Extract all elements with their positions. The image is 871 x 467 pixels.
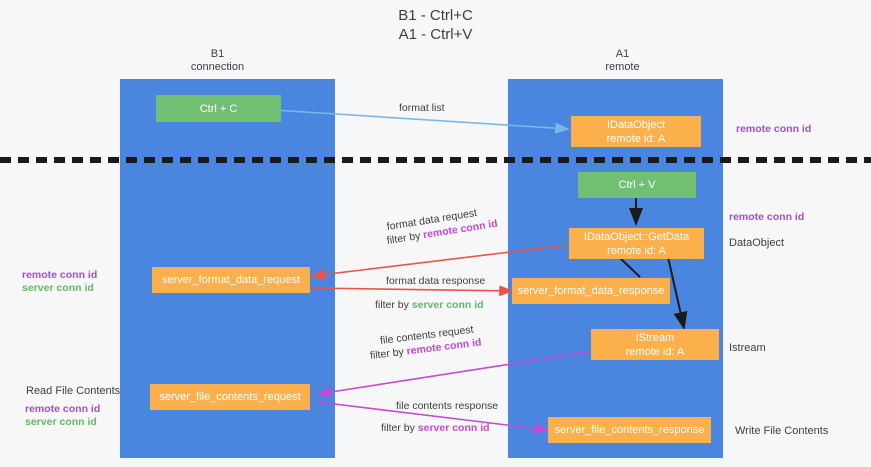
- filter-key-server-conn-id: server conn id: [411, 299, 484, 311]
- node-idataobject-getdata[interactable]: IDataObject::GetData remote id: A: [569, 228, 704, 259]
- phase-divider: [0, 157, 871, 163]
- label-left-remote-conn-id: remote conn id: [22, 269, 98, 281]
- page-title: B1 - Ctrl+C A1 - Ctrl+V: [398, 7, 473, 43]
- label-left-remote-conn-id-2: remote conn id: [25, 403, 101, 415]
- filter-key-server-conn-id: server conn id: [417, 422, 490, 434]
- node-server-format-data-request[interactable]: server_format_data_request: [152, 267, 310, 293]
- label-left-server-conn-id-2: server conn id: [25, 416, 97, 428]
- edge-label-format-list: format list: [399, 102, 445, 114]
- label-read-file-contents: Read File Contents: [26, 385, 121, 397]
- label-left-server-conn-id: server conn id: [22, 282, 94, 294]
- edge-label-format-data-response: format data response: [386, 275, 486, 287]
- filter-prefix: filter by: [381, 422, 418, 434]
- label-remote-conn-id-top: remote conn id: [736, 123, 812, 135]
- arrow-format-data-response: [311, 285, 514, 297]
- node-server-format-data-response[interactable]: server_format_data_response: [512, 278, 670, 304]
- node-ctrl-v[interactable]: Ctrl + V: [578, 172, 696, 198]
- edge-label-format-data-response-filter: filter by server conn id: [375, 298, 484, 312]
- label-write-file-contents: Write File Contents: [735, 425, 829, 437]
- label-remote-conn-id-mid: remote conn id: [729, 211, 805, 223]
- node-istream[interactable]: IStream remote id: A: [591, 329, 719, 360]
- filter-prefix: filter by: [375, 299, 412, 311]
- edge-label-file-contents-response: file contents response: [396, 400, 499, 412]
- label-istream: Istream: [729, 342, 766, 354]
- edge-label-file-contents-response-filter: filter by server conn id: [381, 421, 490, 435]
- node-server-file-contents-request[interactable]: server_file_contents_request: [150, 384, 310, 410]
- node-server-file-contents-response[interactable]: server_file_contents_response: [548, 417, 711, 443]
- node-idataobject[interactable]: IDataObject remote id: A: [571, 116, 701, 147]
- lane-header-a1: A1 remote: [605, 48, 640, 73]
- label-dataobject: DataObject: [729, 237, 785, 249]
- filter-prefix: filter by: [369, 345, 408, 363]
- node-ctrl-c[interactable]: Ctrl + C: [156, 95, 281, 122]
- lane-header-b1: B1 connection: [190, 48, 245, 73]
